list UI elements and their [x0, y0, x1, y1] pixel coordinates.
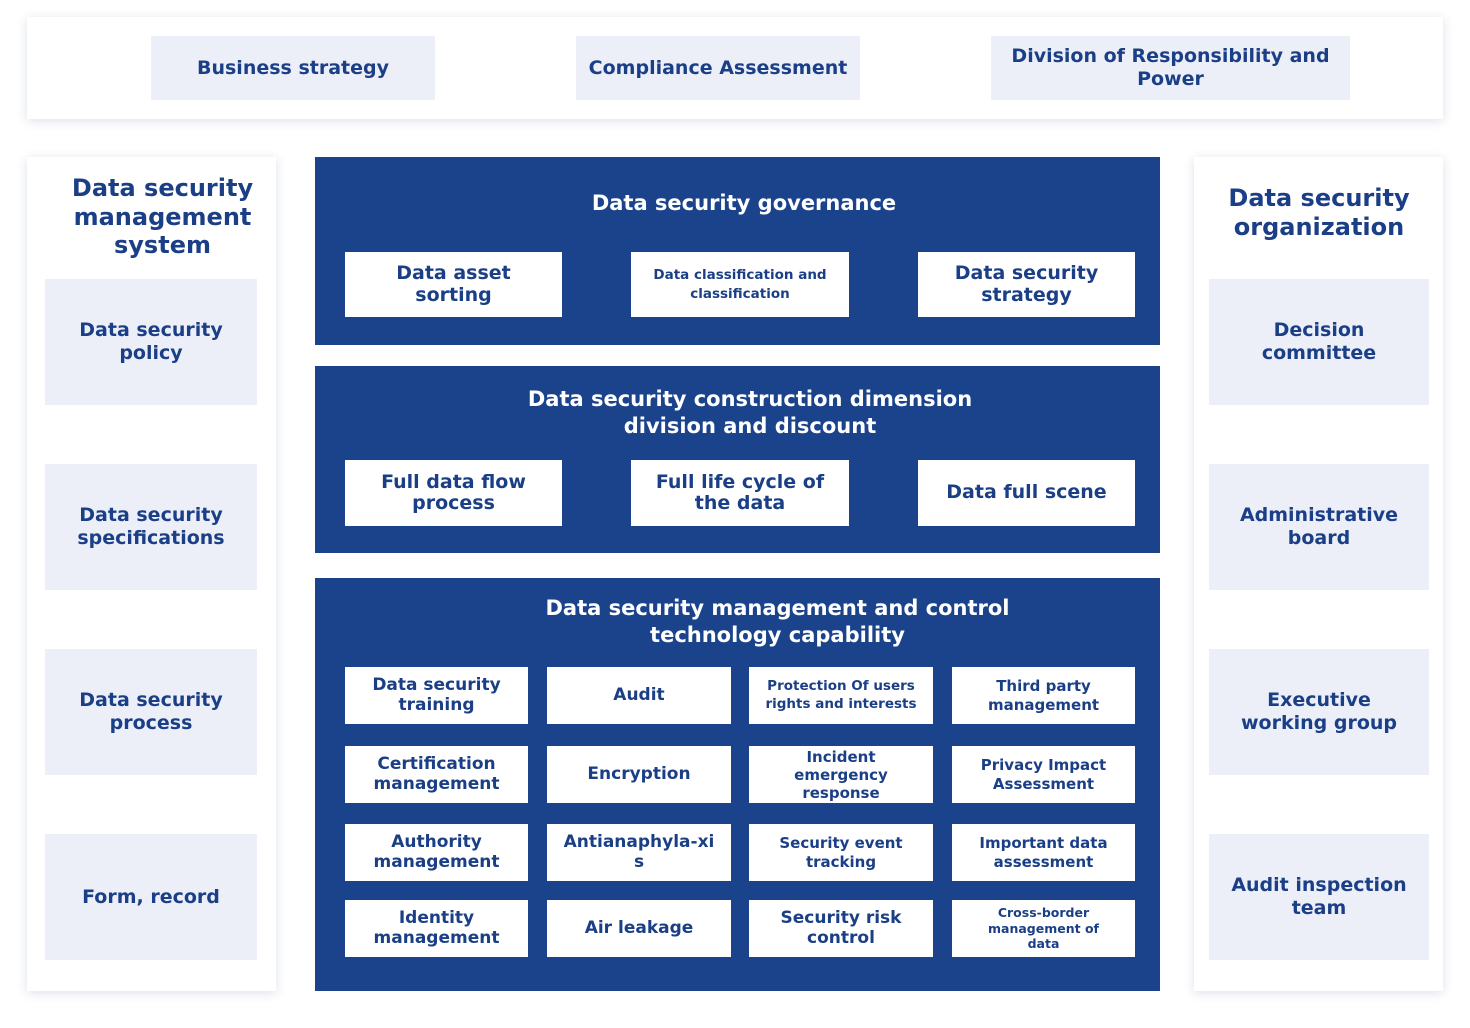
right-panel-title: Data security organization: [1228, 184, 1410, 241]
right-item-administrative-board: Administrative board: [1209, 464, 1429, 590]
capability-item-third-party-management: Third party management: [952, 667, 1135, 724]
governance-item-data-classification: Data classification and classification: [631, 252, 849, 317]
construction-item-full-data-flow: Full data flow process: [345, 460, 562, 526]
capability-item-identity-management: Identity management: [345, 900, 528, 957]
construction-title: Data security construction dimension div…: [527, 386, 973, 438]
capability-item-important-data-assessment: Important data assessment: [952, 824, 1135, 881]
capability-item-incident-emergency-response: Incident emergency response: [749, 746, 933, 803]
left-item-form-record: Form, record: [45, 834, 257, 960]
left-item-process: Data security process: [45, 649, 257, 775]
top-item-division-of-responsibility: Division of Responsibility and Power: [991, 36, 1350, 100]
construction-item-full-life-cycle: Full life cycle of the data: [631, 460, 849, 526]
right-item-audit-inspection-team: Audit inspection team: [1209, 834, 1429, 960]
capability-item-encryption: Encryption: [547, 746, 731, 803]
top-item-business-strategy: Business strategy: [151, 36, 435, 100]
capability-item-protection-of-users: Protection Of users rights and interests: [749, 667, 933, 724]
capability-item-audit: Audit: [547, 667, 731, 724]
left-item-specifications: Data security specifications: [45, 464, 257, 590]
capability-item-cross-border-management: Cross-border management of data: [952, 900, 1135, 957]
capability-item-security-risk-control: Security risk control: [749, 900, 933, 957]
left-item-policy: Data security policy: [45, 279, 257, 405]
governance-item-data-asset-sorting: Data asset sorting: [345, 252, 562, 317]
capability-item-security-event-tracking: Security event tracking: [749, 824, 933, 881]
top-item-compliance-assessment: Compliance Assessment: [576, 36, 860, 100]
left-panel-title: Data security management system: [71, 173, 254, 260]
construction-item-data-full-scene: Data full scene: [918, 460, 1135, 526]
capability-item-privacy-impact-assessment: Privacy Impact Assessment: [952, 746, 1135, 803]
governance-title: Data security governance: [591, 191, 897, 216]
capability-title: Data security management and control tec…: [545, 595, 1010, 647]
capability-item-data-security-training: Data security training: [345, 667, 528, 724]
governance-item-data-security-strategy: Data security strategy: [918, 252, 1135, 317]
right-item-executive-working-group: Executive working group: [1209, 649, 1429, 775]
capability-item-air-leakage: Air leakage: [547, 900, 731, 957]
capability-item-authority-management: Authority management: [345, 824, 528, 881]
capability-item-antianaphylaxis: Antianaphyla-xis: [547, 824, 731, 881]
right-item-decision-committee: Decision committee: [1209, 279, 1429, 405]
capability-item-certification-management: Certification management: [345, 746, 528, 803]
